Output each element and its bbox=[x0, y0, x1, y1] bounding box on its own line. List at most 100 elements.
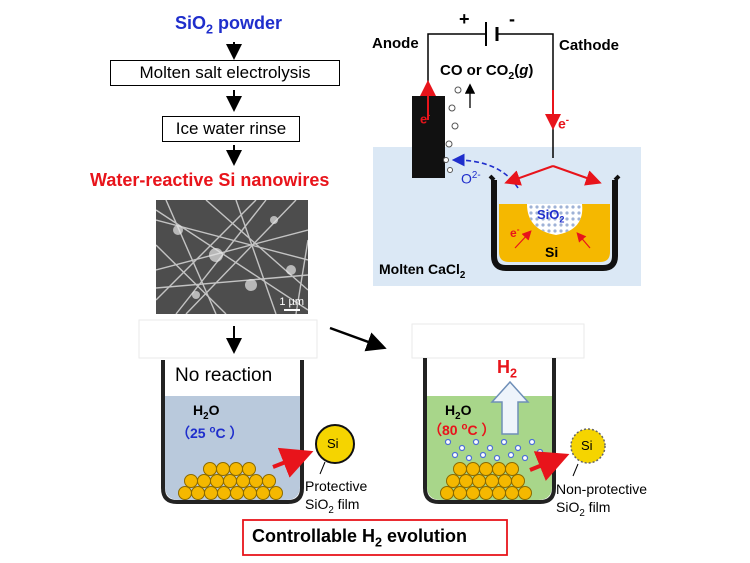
anode-electron-sup: - bbox=[427, 110, 431, 120]
left-si-particles bbox=[178, 462, 283, 500]
left-zoom-arrow bbox=[272, 447, 314, 478]
sio2-pellet-text: SiO bbox=[537, 207, 560, 222]
right-water-sub: 2 bbox=[455, 410, 461, 422]
oxide-ion-label: O2- bbox=[461, 170, 481, 187]
battery-plus: + bbox=[459, 9, 470, 29]
conclusion-suffix: evolution bbox=[382, 526, 468, 546]
inner-electron-arrow-right bbox=[576, 232, 591, 249]
right-si-zoom-particle bbox=[570, 428, 606, 464]
crucible-lip-right bbox=[613, 174, 621, 182]
conclusion-sub: 2 bbox=[375, 535, 383, 550]
crucible-lip-left bbox=[488, 174, 496, 182]
flow-start-sub: 2 bbox=[206, 22, 214, 37]
anode-electron-text: e bbox=[420, 111, 428, 127]
right-temp-text: （80 bbox=[428, 422, 462, 438]
h2-big-arrow bbox=[490, 380, 530, 435]
right-film-line2: SiO2 film bbox=[556, 498, 647, 523]
circuit-wire-anode bbox=[427, 33, 486, 95]
gas-label-close: ) bbox=[528, 62, 534, 79]
left-temp-degree: o bbox=[209, 424, 216, 436]
gas-label: CO or CO2(g) bbox=[440, 62, 533, 82]
left-water-text: H bbox=[193, 402, 204, 418]
step-rinse-box: Ice water rinse bbox=[162, 116, 300, 142]
left-beaker-water bbox=[165, 396, 300, 500]
inner-electron-text: e bbox=[510, 226, 517, 240]
left-water-label: H2O bbox=[193, 402, 219, 422]
left-temp-label: （25 oC ） bbox=[176, 423, 243, 443]
left-temp-text: （25 bbox=[176, 425, 210, 441]
sem-image: 1 µm bbox=[156, 200, 308, 314]
left-zoom-particle-label: Si bbox=[327, 436, 339, 451]
caption-placeholder-right bbox=[411, 323, 585, 359]
h2-gas-label: H2 bbox=[497, 357, 517, 381]
right-film-label: Non-protective SiO2 film bbox=[556, 480, 647, 523]
sio2-pellet-label: SiO2 bbox=[537, 207, 564, 225]
cathode-split-right bbox=[552, 165, 602, 186]
sio2-pellet-dots bbox=[527, 204, 583, 235]
arrow-to-right-beaker bbox=[329, 326, 387, 352]
left-film-suffix: film bbox=[333, 496, 360, 512]
inner-electron-label: e- bbox=[510, 224, 519, 240]
right-temp-degree: o bbox=[461, 421, 468, 433]
step-electrolysis-box: Molten salt electrolysis bbox=[110, 60, 340, 86]
right-water-suffix: O bbox=[460, 402, 472, 418]
cathode-electron-sup: - bbox=[565, 115, 570, 126]
right-water-label: H2O bbox=[445, 402, 471, 422]
right-beaker-wall bbox=[423, 358, 556, 504]
right-temp-close: C ） bbox=[467, 422, 496, 438]
conclusion-label: Controllable H2 evolution bbox=[252, 526, 467, 550]
flow-start-label: SiO2 powder bbox=[175, 13, 282, 37]
circuit-wire-cathode bbox=[497, 33, 554, 158]
gas-label-open: ( bbox=[514, 62, 520, 79]
right-temp-label: （80 oC ） bbox=[428, 420, 495, 440]
right-film-sub: 2 bbox=[579, 507, 585, 519]
crucible-wall bbox=[491, 180, 618, 271]
h2-gas-sub: 2 bbox=[510, 366, 518, 381]
left-film-pointer bbox=[319, 461, 326, 475]
anode-electron-label: e- bbox=[420, 110, 430, 126]
gas-label-phase: g bbox=[519, 62, 529, 79]
left-film-line1: Protective bbox=[305, 478, 368, 494]
electrolyte-label: Molten CaCl2 bbox=[379, 261, 465, 281]
right-film-text: SiO bbox=[556, 499, 580, 515]
electrolyte-sub: 2 bbox=[459, 269, 466, 281]
right-film-pointer bbox=[572, 463, 579, 477]
step-electrolysis-label: Molten salt electrolysis bbox=[139, 63, 311, 82]
left-film-text: SiO bbox=[305, 496, 329, 512]
h2-gas-text: H bbox=[497, 357, 510, 377]
step-rinse-label: Ice water rinse bbox=[175, 119, 287, 138]
flow-result-label: Water-reactive Si nanowires bbox=[90, 170, 330, 190]
cathode-split-left bbox=[504, 165, 554, 186]
cathode-label: Cathode bbox=[559, 37, 619, 54]
conclusion-text: Controllable H bbox=[252, 526, 376, 546]
right-film-line1: Non-protective bbox=[556, 481, 648, 497]
gas-label-text: CO or CO bbox=[440, 62, 509, 79]
gas-label-sub: 2 bbox=[508, 70, 515, 82]
left-beaker-title: No reaction bbox=[175, 365, 273, 386]
scale-bar-label: 1 µm bbox=[279, 296, 304, 308]
cathode-electron-label: e- bbox=[558, 115, 569, 132]
right-si-particles bbox=[440, 462, 532, 500]
left-water-sub: 2 bbox=[203, 410, 209, 422]
si-product-label: Si bbox=[545, 244, 559, 260]
right-water-text: H bbox=[445, 402, 456, 418]
left-film-sub: 2 bbox=[328, 504, 334, 516]
flow-start-suffix: powder bbox=[213, 13, 283, 33]
left-film-line2: SiO2 film bbox=[305, 495, 367, 520]
sio2-pellet-sub: 2 bbox=[559, 214, 565, 225]
left-film-label: Protective SiO2 film bbox=[305, 477, 367, 520]
left-si-zoom-particle bbox=[315, 424, 355, 464]
conclusion-box bbox=[242, 519, 508, 556]
caption-placeholder-left bbox=[138, 319, 318, 359]
anode-label: Anode bbox=[372, 35, 419, 52]
oxide-ion-path bbox=[451, 153, 519, 189]
scale-bar bbox=[284, 309, 300, 311]
gas-bubbles bbox=[443, 86, 462, 173]
oxide-ion-sup: 2- bbox=[471, 170, 481, 181]
cathode-electron-text: e bbox=[558, 115, 566, 132]
oxide-ion-text: O bbox=[461, 170, 472, 187]
inner-electron-arrow-left bbox=[514, 230, 532, 249]
left-water-suffix: O bbox=[208, 402, 220, 418]
right-zoom-arrow bbox=[529, 451, 570, 481]
